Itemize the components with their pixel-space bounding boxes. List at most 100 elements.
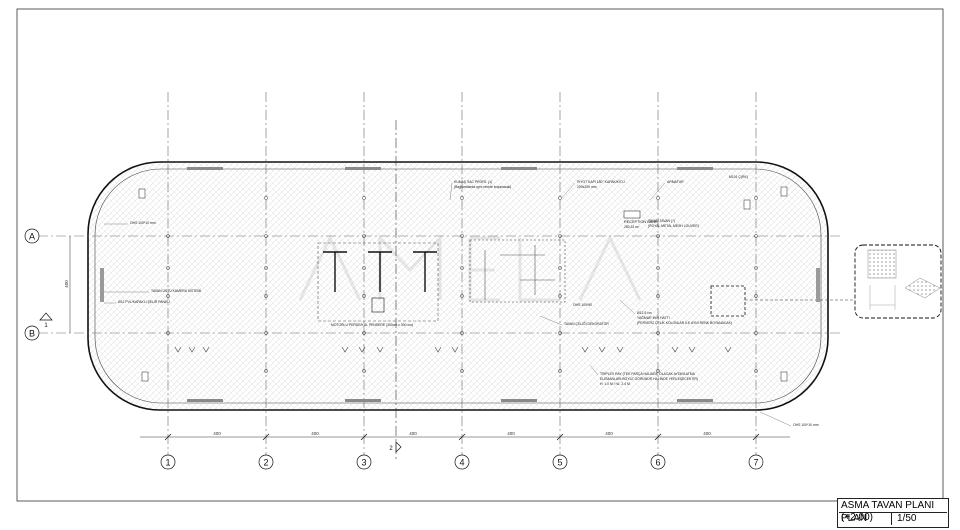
column-point (656, 266, 660, 270)
note-pipe: Ø12.5 cm (637, 311, 652, 315)
detail-dims (869, 285, 896, 310)
dimension-tick (458, 433, 466, 441)
motor-drop-2 (368, 251, 392, 292)
sensor-symbol (780, 186, 788, 197)
title-block (837, 498, 949, 528)
leader-line (649, 182, 666, 201)
column-point (656, 234, 660, 238)
downlight-symbol (451, 346, 459, 353)
detail-callout-box (710, 285, 746, 317)
section-mark-2-label: 2 (389, 446, 393, 452)
column-point (754, 234, 758, 238)
dimension-tick (654, 433, 662, 441)
row-dimension-value: 400 (64, 280, 69, 288)
column-point (656, 331, 660, 335)
center-box (371, 297, 385, 313)
column-point (166, 331, 170, 335)
note-tag: M101 Ç(RK) (729, 175, 748, 179)
grid-label-A: A (29, 232, 35, 242)
grid-label-1: 1 (165, 458, 170, 468)
linear-fixture-bottom (187, 399, 223, 402)
column-point (362, 294, 366, 298)
fixtures-layer (138, 167, 788, 402)
section-mark-2-arrow (395, 441, 402, 453)
dimension-value: 400 (605, 431, 613, 436)
column-point (264, 369, 268, 373)
downlight-symbol (616, 346, 624, 353)
dimension-tick (752, 433, 760, 441)
column-point (166, 266, 170, 270)
grid-label-5: 5 (557, 458, 562, 468)
note-door-size: 200x200 mm (577, 185, 597, 189)
column-point (460, 234, 464, 238)
plan-label: PLAN (839, 513, 892, 525)
building-outline-outer (87, 161, 829, 411)
column-point (264, 294, 268, 298)
sensor-symbol (780, 371, 788, 382)
downlight-symbol (671, 346, 679, 353)
linear-fixture-bottom (677, 399, 713, 402)
motor-drop-3 (413, 251, 437, 292)
dimension-value: 400 (409, 431, 417, 436)
linear-fixture-bottom (501, 399, 537, 402)
column-point (460, 196, 464, 200)
dimension-tick (164, 433, 172, 441)
dimension-value: 400 (703, 431, 711, 436)
linear-fixture-top (187, 167, 223, 170)
mech-zone (469, 239, 566, 303)
column-point (264, 331, 268, 335)
column-point (166, 294, 170, 298)
downlight-symbol (188, 346, 196, 353)
section-mark-1-arrow (39, 312, 53, 321)
downlight-symbol (341, 346, 349, 353)
leader-line (449, 182, 453, 201)
note-triplex-sub: ELEMANLARI BÖYLE GÖRÜNÜR HALİNDE YERLEŞE… (600, 376, 698, 381)
downlight-symbol (434, 346, 442, 353)
grid-bubble-1 (160, 454, 176, 470)
column-point (754, 294, 758, 298)
linear-fixture-bottom (345, 399, 381, 402)
sensor-symbol (141, 371, 149, 382)
column-point (656, 196, 660, 200)
wall-fixture-left (100, 268, 104, 302)
grid-label-B: B (29, 329, 35, 339)
detail-frame (854, 244, 942, 319)
column-point (460, 369, 464, 373)
grid-bubble-3 (356, 454, 372, 470)
wall-fixture-right (816, 268, 820, 302)
room-area: 280.51 m² (624, 225, 640, 229)
column-point (656, 369, 660, 373)
downlight-symbol (358, 346, 366, 353)
grid-bubble-A (24, 228, 40, 244)
dimension-tick (360, 433, 368, 441)
room-name: RECEPTION BANK (624, 220, 658, 224)
column-point (558, 266, 562, 270)
grid-bubble-7 (748, 454, 764, 470)
mech-lines (484, 245, 555, 300)
leader-line (539, 315, 563, 326)
grid-label-3: 3 (361, 458, 366, 468)
column-point (166, 234, 170, 238)
note-ohs-mid: OHS 100*50 (573, 303, 592, 307)
column-point (754, 369, 758, 373)
grid-label-7: 7 (753, 458, 758, 468)
dimension-value: 400 (213, 431, 221, 436)
section-mark-1-label: 1 (44, 323, 48, 329)
room-tag-box (623, 210, 641, 219)
note-triplex: TRİPLEX RAY (TEK PARÇA HALİNDE OLACAK AY… (600, 371, 696, 376)
note-ceiling-sub: (ROYAL METAL MESH LOUVER) (648, 224, 699, 228)
center-strip (317, 242, 439, 322)
grid-bubble-5 (552, 454, 568, 470)
column-point (362, 266, 366, 270)
grid-bubble-6 (650, 454, 666, 470)
column-point (362, 234, 366, 238)
column-point (460, 266, 464, 270)
building-outline-inner (94, 168, 822, 404)
leader-line (619, 299, 636, 315)
column-point (460, 331, 464, 335)
column-point (558, 294, 562, 298)
column-point (754, 266, 758, 270)
